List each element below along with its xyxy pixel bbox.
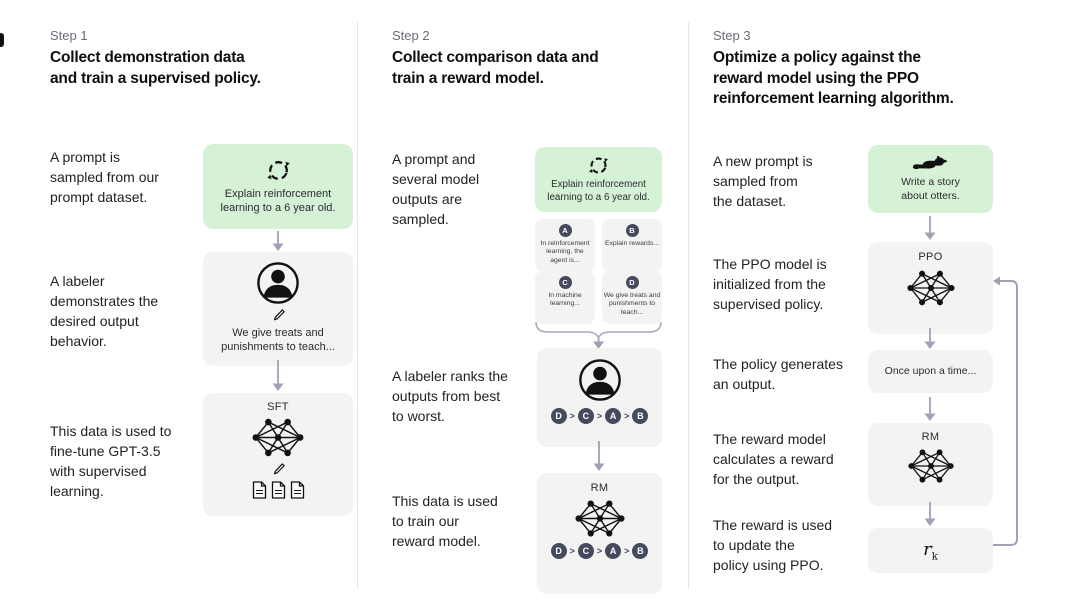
person-icon (257, 262, 299, 304)
arrow-down-icon (272, 231, 284, 251)
rank-separator: > (569, 546, 575, 556)
step3-caption-reward: The reward model calculates a reward for… (713, 431, 834, 487)
output-chip-d: D (625, 276, 639, 289)
arrow-down-icon (924, 397, 936, 421)
step1-prompt-box: Explain reinforcement learning to a 6 ye… (203, 144, 353, 229)
arrow-down-icon (593, 441, 605, 471)
step1-title: Collect demonstration data and train a s… (50, 49, 261, 87)
rank-chip: A (605, 543, 622, 559)
step2-rm-box: RM D > C > A > B (537, 473, 662, 594)
output-a-box: A In reinforcement learning, the agent i… (535, 219, 595, 272)
neural-net-icon (574, 500, 625, 537)
ranking-row: D > C > A > B (550, 408, 649, 424)
step1-caption-prompt: A prompt is sampled from our prompt data… (50, 149, 159, 205)
step2-caption-ranks: A labeler ranks the outputs from best to… (392, 368, 508, 424)
cycle-icon (266, 160, 290, 180)
rank-separator: > (596, 546, 603, 556)
step3-caption-prompt: A new prompt is sampled from the dataset… (713, 153, 813, 209)
sft-label: SFT (267, 401, 289, 413)
rm-label: RM (590, 482, 609, 494)
rank-chip: C (577, 408, 594, 424)
ranking-row: D > C > A > B (550, 543, 649, 559)
document-icon (252, 481, 266, 499)
ppo-label: PPO (918, 251, 943, 263)
otter-icon (912, 156, 947, 170)
step2-prompt-box: Explain reinforcement learning to a 6 ye… (535, 147, 662, 212)
step1-caption-labeler: A labeler demonstrates the desired outpu… (50, 273, 159, 349)
rank-separator: > (624, 411, 630, 421)
arrow-down-icon (272, 360, 284, 391)
output-c-box: C In machine learning... (535, 271, 595, 324)
arrow-down-icon (924, 502, 936, 526)
step3-caption-init: The PPO model is initialized from the su… (713, 256, 827, 312)
step2-caption-train: This data is used to train our reward mo… (392, 493, 498, 549)
step3-ppo-box: PPO (868, 242, 993, 334)
arrow-down-icon (924, 328, 936, 349)
feedback-loop-arrow (993, 276, 1018, 546)
neural-net-icon (906, 270, 955, 306)
neural-net-icon (252, 418, 304, 457)
output-b-text: Explain rewards... (604, 240, 660, 247)
reward-value: rk (923, 538, 938, 563)
step3-rm-box: RM (868, 423, 993, 506)
step2-prompt-text: Explain reinforcement learning to a 6 ye… (547, 178, 650, 203)
step3-output-text: Once upon a time... (884, 364, 977, 377)
rank-chip: D (550, 543, 567, 559)
step3-prompt-box: Write a story about otters. (868, 145, 993, 213)
step2-caption-sampled: A prompt and several model outputs are s… (392, 151, 480, 227)
document-icon (271, 481, 285, 499)
step2-label: Step 2 (392, 28, 430, 43)
step1-sft-box: SFT (203, 393, 353, 516)
step1-prompt-text: Explain reinforcement learning to a 6 ye… (220, 187, 336, 214)
step1-label: Step 1 (50, 28, 88, 43)
step1-labeler-box: We give treats and punishments to teach.… (203, 252, 353, 366)
step3-output-box: Once upon a time... (868, 350, 993, 393)
pencil-icon (273, 463, 285, 475)
step3-reward-box: rk (868, 528, 993, 573)
step1-caption-finetune: This data is used to fine-tune GPT-3.5 w… (50, 423, 172, 499)
step2-labeler-box: D > C > A > B (537, 348, 662, 447)
step3-caption-update: The reward is used to update the policy … (713, 517, 833, 573)
rank-separator: > (569, 411, 575, 421)
step3-prompt-text: Write a story about otters. (901, 176, 960, 202)
output-chip-a: A (558, 224, 572, 237)
rank-chip: D (550, 408, 567, 424)
output-a-text: In reinforcement learning, the agent is.… (540, 240, 590, 264)
output-chip-b: B (625, 224, 639, 237)
divider (357, 22, 358, 588)
rank-chip: C (577, 543, 594, 559)
step3-caption-generates: The policy generates an output. (713, 356, 843, 392)
output-c-text: In machine learning... (548, 292, 582, 308)
documents-row (252, 481, 305, 499)
rank-chip: A (605, 408, 622, 424)
neural-net-icon (907, 449, 954, 483)
rank-separator: > (624, 546, 630, 556)
cycle-icon (589, 157, 608, 174)
rank-chip: B (632, 543, 649, 559)
arrow-down-icon (924, 216, 936, 240)
step1-labeler-text: We give treats and punishments to teach.… (221, 327, 335, 354)
pencil-icon (273, 309, 285, 321)
curly-brace-icon (535, 321, 662, 349)
rank-chip: B (632, 408, 649, 424)
step2-title: Collect comparison data and train a rewa… (392, 49, 599, 87)
step3-title: Optimize a policy against the reward mod… (713, 49, 954, 108)
document-icon (290, 481, 304, 499)
output-b-box: B Explain rewards... (602, 219, 662, 272)
output-chip-c: C (558, 276, 572, 289)
output-d-box: D We give treats and punishments to teac… (602, 271, 662, 324)
rm-label: RM (921, 431, 940, 443)
output-d-text: We give treats and punishments to teach.… (603, 292, 661, 316)
divider (688, 22, 689, 588)
person-icon (578, 359, 621, 401)
rank-separator: > (596, 411, 603, 421)
step3-label: Step 3 (713, 28, 751, 43)
edge-artifact (0, 33, 4, 47)
